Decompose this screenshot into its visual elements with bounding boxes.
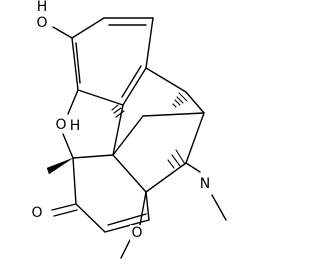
ring-bonds	[51, 26, 227, 259]
amine-nitrogen-label: N	[200, 176, 210, 192]
wedge-bond-methyl	[46, 157, 74, 175]
hashed-bond-bridge-h	[172, 92, 188, 108]
stereo-bonds	[46, 92, 188, 175]
atom-labels: O H O H O O N	[30, 0, 212, 241]
methoxy-oxygen-label: O	[131, 225, 142, 241]
aromatic-ring	[71, 17, 154, 106]
hashed-bond-ring-h	[111, 104, 125, 118]
ketone-oxygen-label: O	[31, 205, 42, 221]
ether-bridge-stereo-h-label: H	[70, 118, 81, 134]
hydroxyl-hydrogen-label: H	[37, 0, 48, 15]
molecule-structure: O H O H O O N	[30, 0, 227, 259]
hashed-bond-nitrogen-bridge	[167, 149, 186, 169]
ether-bridge-oxygen-label: O	[55, 117, 66, 133]
hydroxyl-oxygen-label: O	[36, 15, 47, 31]
